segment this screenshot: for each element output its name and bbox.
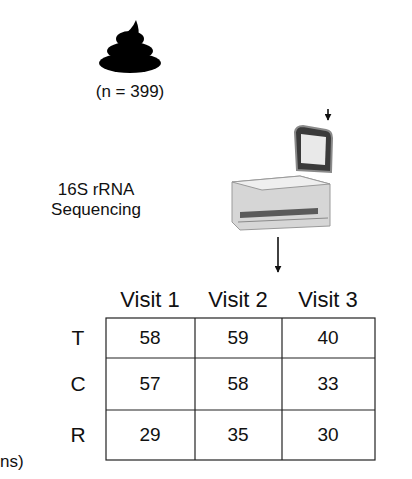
cropped-label: ns) <box>0 452 24 472</box>
column-header: Visit 2 <box>208 287 268 313</box>
table-grid <box>106 318 375 460</box>
flow-arrow <box>327 109 329 120</box>
table-cell: 58 <box>227 373 248 396</box>
table-cell: 33 <box>317 373 338 396</box>
table-cell: 58 <box>139 327 160 350</box>
row-header: C <box>70 371 85 396</box>
table-cell: 59 <box>227 327 248 350</box>
column-header: Visit 1 <box>120 287 180 313</box>
flow-arrow <box>277 237 279 272</box>
table-cell: 57 <box>139 373 160 396</box>
sequencer-icon <box>232 126 332 230</box>
table-cell: 40 <box>317 327 338 350</box>
table-cell: 30 <box>317 424 338 447</box>
row-header: T <box>72 325 85 350</box>
table-cell: 35 <box>227 424 248 447</box>
sequencer-node: 16S rRNA Sequencing <box>40 120 340 235</box>
column-header: Visit 3 <box>298 287 358 313</box>
sample-count: (n = 399) <box>96 82 165 102</box>
process-label: 16S rRNA Sequencing <box>40 180 152 221</box>
stool-sample-node: (n = 399) <box>90 15 220 107</box>
row-header: R <box>70 422 85 447</box>
count-table-node: Visit 1 Visit 2 Visit 3 T 58 59 40C 57 58 33R 29 35… <box>60 272 390 467</box>
table-cell: 29 <box>139 424 160 447</box>
stool-icon <box>99 20 161 73</box>
